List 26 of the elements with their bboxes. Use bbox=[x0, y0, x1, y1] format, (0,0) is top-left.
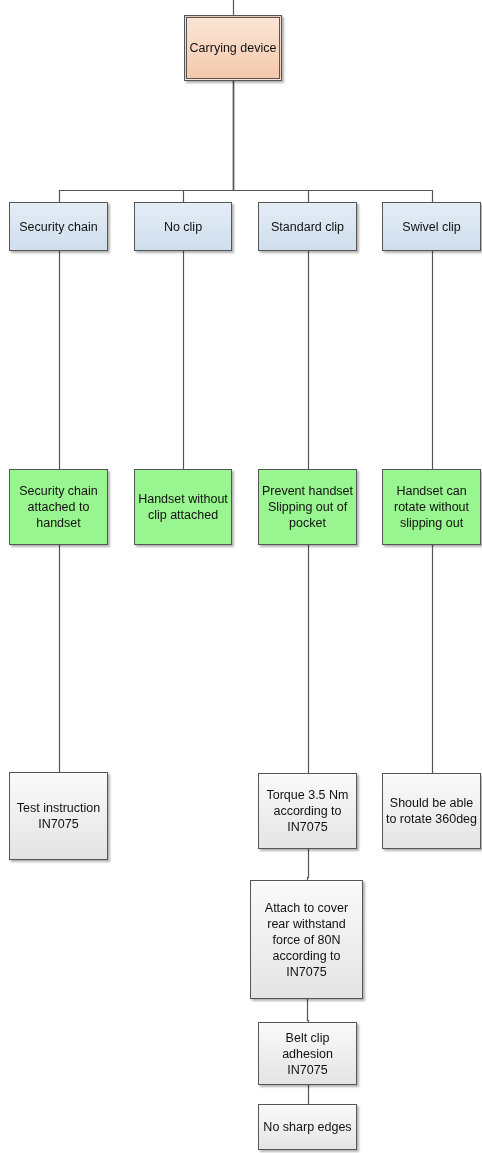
requirement-box: Test instruction IN7075 bbox=[9, 772, 108, 860]
requirement-box: Belt clip adhesion IN7075 bbox=[258, 1022, 357, 1085]
connector-line bbox=[182, 250, 185, 470]
requirement-box: Torque 3.5 Nm according to IN7075 bbox=[258, 773, 357, 849]
function-box: Handset can rotate without slipping out bbox=[382, 469, 481, 545]
requirement-box: Should be able to rotate 360deg bbox=[382, 773, 481, 849]
connector-line bbox=[307, 1084, 310, 1105]
connector-line bbox=[306, 998, 310, 1023]
function-box: Handset without clip attached bbox=[134, 469, 232, 545]
requirement-box: No sharp edges bbox=[258, 1104, 357, 1150]
connector-line bbox=[307, 544, 310, 774]
category-box: Standard clip bbox=[258, 202, 357, 251]
connector-line bbox=[431, 544, 434, 774]
function-box: Prevent handset Slipping out of pocket bbox=[258, 469, 357, 545]
function-box: Security chain attached to handset bbox=[9, 469, 108, 545]
requirement-box: Attach to cover rear withstand force of 80N according to IN7075 bbox=[250, 880, 363, 999]
connector-line bbox=[306, 848, 310, 881]
root-box: Carrying device bbox=[184, 15, 282, 81]
category-box: Swivel clip bbox=[382, 202, 481, 251]
connector-line bbox=[58, 250, 61, 470]
connector-line bbox=[232, 80, 434, 203]
category-box: Security chain bbox=[9, 202, 108, 251]
connector-line bbox=[307, 250, 310, 470]
connector-line bbox=[58, 544, 61, 773]
connector-line bbox=[431, 250, 434, 470]
category-box: No clip bbox=[134, 202, 232, 251]
